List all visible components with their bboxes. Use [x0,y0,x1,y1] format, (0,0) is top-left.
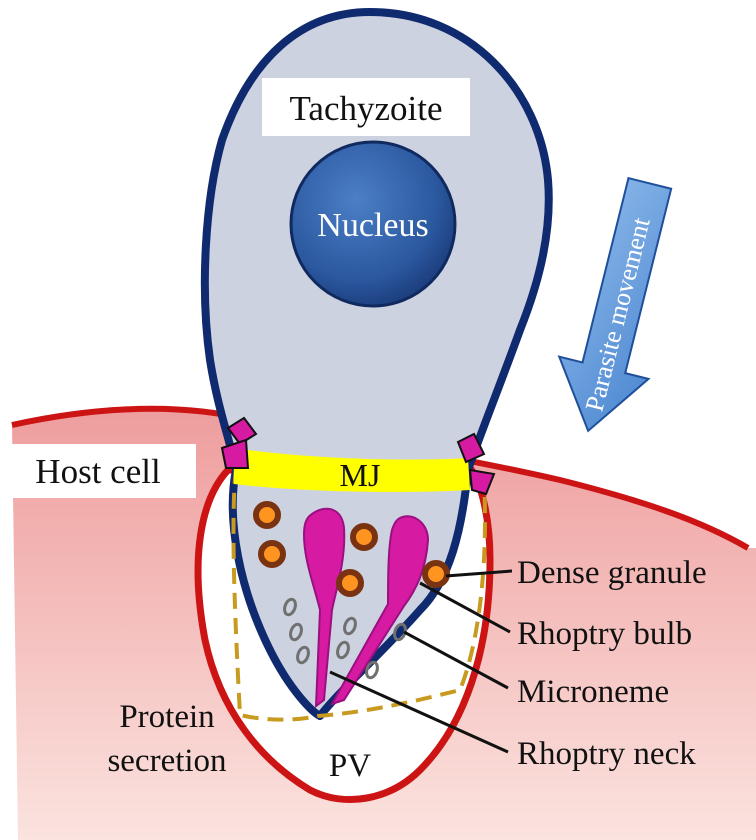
dense-granules [253,501,450,597]
protein-secretion-label-line2: secretion [107,743,226,779]
microneme [289,622,303,642]
leader-rhoptry-bulb [419,581,511,634]
leader-microneme [403,630,509,690]
microneme [343,616,357,636]
dense-granule [336,569,364,597]
rhoptry-neck-label: Rhoptry neck [517,736,696,772]
microneme [365,660,379,680]
microneme [296,645,310,665]
dense-granule [253,501,281,529]
junction-marker-left-bottom [220,438,250,469]
microneme [336,640,350,660]
junction-marker-right-top [456,432,486,464]
leader-dense-granule [445,569,513,578]
tachyzoite-label: Tachyzoite [289,89,442,128]
junction-marker-left-top [226,416,258,446]
leader-lines [329,569,513,754]
leader-rhoptry-neck [329,670,509,754]
parasite-movement-arrow: Parasite movement [557,176,673,433]
dense-granule [422,560,450,588]
tachyzoite-label-box [262,78,470,136]
microneme-label: Microneme [517,674,669,710]
microneme [283,597,297,617]
tachyzoite-body [200,8,553,720]
dense-granule [258,540,286,568]
rhoptry-bulb-label: Rhoptry bulb [517,616,692,652]
pv-label: PV [329,748,371,784]
dense-granule [350,523,378,551]
rhoptry-left [302,507,346,709]
nucleus-label: Nucleus [317,207,428,244]
nucleus [289,140,457,308]
mj-label: MJ [340,457,381,493]
micronemes [283,597,407,680]
host-cell-label: Host cell [35,452,161,491]
host-cell-label-box [0,444,196,498]
pv-membrane [231,467,487,722]
moving-junction [234,448,470,492]
protein-secretion-label-line1: Protein [119,699,214,735]
dense-granule-label: Dense granule [517,555,707,591]
junction-marker-right-bottom [468,468,496,496]
rhoptry-right [329,515,430,706]
